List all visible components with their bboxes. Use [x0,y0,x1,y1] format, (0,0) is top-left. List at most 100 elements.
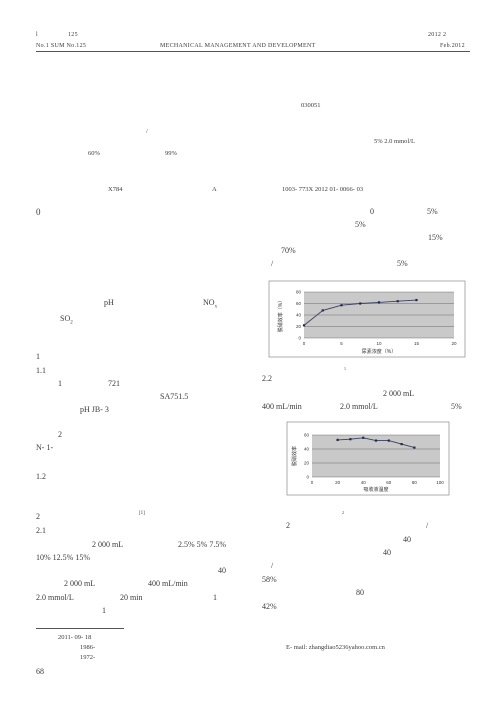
x-tick-label: 15 [414,341,420,346]
data-point [349,438,352,441]
section-2-1: 2.1 [36,526,46,535]
right-flow-rate: 400 mL/min [262,402,302,411]
right-nox-conc: 2.0 mmol/L [340,402,378,411]
figure-ref-1b: 1 [102,606,106,615]
y-tick-label: 0 [298,336,301,341]
data-point [321,309,324,312]
reagent-2: 2 [58,430,62,439]
section-1: 1 [36,352,40,361]
right-40b: 40 [383,548,391,557]
right-5pct-a: 5% [427,207,438,216]
concentration-list-1: 2.5% 5% 7.5% [178,540,226,549]
data-point [302,324,306,327]
footnote-rule [36,628,124,629]
ph-label: pH [104,298,114,307]
x-axis-label: 吸收液温度 [363,486,388,493]
right-slash: / [271,259,274,268]
journal-name: MECHANICAL MANAGEMENT AND DEVELOPMENT [160,43,316,49]
y-axis-label: 脱硝效率 [291,446,298,466]
volume-value: 2 000 mL [92,540,124,549]
header-date: Feb.2012 [440,43,465,49]
header-issue-mark: l [36,32,38,38]
x-tick-label: 10 [376,341,382,346]
data-point [396,300,399,303]
header-volume: 125 [68,32,78,38]
author-born-2: 1972- [80,654,96,661]
y-tick-label: 0 [306,475,309,480]
instrument-ph: pH JB- 3 [80,405,109,414]
nox-concentration: 2.0 mmol/L [36,593,74,602]
data-point [415,298,418,302]
data-point [387,439,390,442]
author-born-1: 1986- [80,644,96,651]
y-tick-label: 40 [296,313,302,318]
section-0: 0 [36,207,41,217]
data-point [359,302,362,305]
volume-value-2: 2 000 mL [64,579,96,588]
right-slash-3: / [271,561,274,570]
data-point [362,436,365,439]
section-2-2: 2.2 [262,374,272,383]
document-code: A [212,186,217,193]
instrument-sa: SA751.5 [160,392,189,401]
instrument-index: 1 [58,379,62,388]
sox-label: SO2 [60,314,73,326]
page-number: 68 [36,667,44,676]
y-tick-label: 20 [296,324,302,329]
abstract-slash: / [146,128,148,135]
right-5pct-c: 5% [397,259,408,268]
right-volume: 2 000 mL [383,389,415,398]
received-date: 2011- 09- 18 [58,634,92,641]
reagent-n1: N- 1- [36,443,54,452]
instrument-721: 721 [108,379,120,388]
data-point [377,301,381,304]
data-point [336,438,339,441]
right-42pct: 42% [262,602,277,611]
x-axis-label: 尿素浓度（%） [362,348,396,355]
figure-2-caption: 2 [342,510,344,515]
concentration-list-2: 10% 12.5% 15% [36,553,90,562]
abstract-values: 5% 2.0 mmol/L [374,138,415,145]
section-1-1: 1.1 [36,366,46,375]
x-tick-label: 20 [335,480,341,485]
y-axis-label: 脱硝效率（%） [277,298,284,332]
header-year: 2012 2 [428,32,447,38]
right-80: 80 [356,588,364,597]
data-point [340,304,343,307]
section-1-2: 1.2 [36,472,46,481]
reaction-time: 20 min [120,593,143,602]
section-2: 2 [36,512,40,521]
right-40a: 40 [403,535,411,544]
header-rule [36,51,470,52]
x-tick-label: 100 [436,480,444,485]
y-tick-label: 80 [296,290,302,295]
author-email: E- mail: zhangdiao5236yahoo.com.cn [286,644,385,651]
temperature-40: 40 [218,566,226,575]
abstract-pct-2: 99% [165,150,177,157]
class-number: X784 [108,186,123,193]
data-point [374,439,378,442]
y-tick-label: 40 [304,447,310,452]
y-tick-label: 60 [296,301,302,306]
x-tick-label: 5 [340,341,343,346]
x-tick-label: 60 [386,480,392,485]
citation-1: [1] [139,511,145,516]
y-tick-label: 20 [304,461,310,466]
plot-area [312,435,440,477]
flow-rate: 400 mL/min [148,579,188,588]
right-58pct: 58% [262,575,277,584]
nox-label: NOx [203,298,218,310]
right-15pct: 15% [428,233,443,242]
right-slash-2: / [426,521,429,530]
right-70pct: 70% [281,246,296,255]
header-issue-number: No.1 SUM No.125 [36,43,87,49]
figure-ref-1a: 1 [213,593,217,602]
right-fig-ref-2: 2 [286,521,290,530]
y-tick-label: 60 [304,433,310,438]
x-tick-label: 20 [451,341,457,346]
article-number: 1003- 773X 2012 01- 0066- 03 [282,186,364,193]
right-urea-5pct: 5% [451,402,462,411]
x-tick-label: 0 [311,480,314,485]
